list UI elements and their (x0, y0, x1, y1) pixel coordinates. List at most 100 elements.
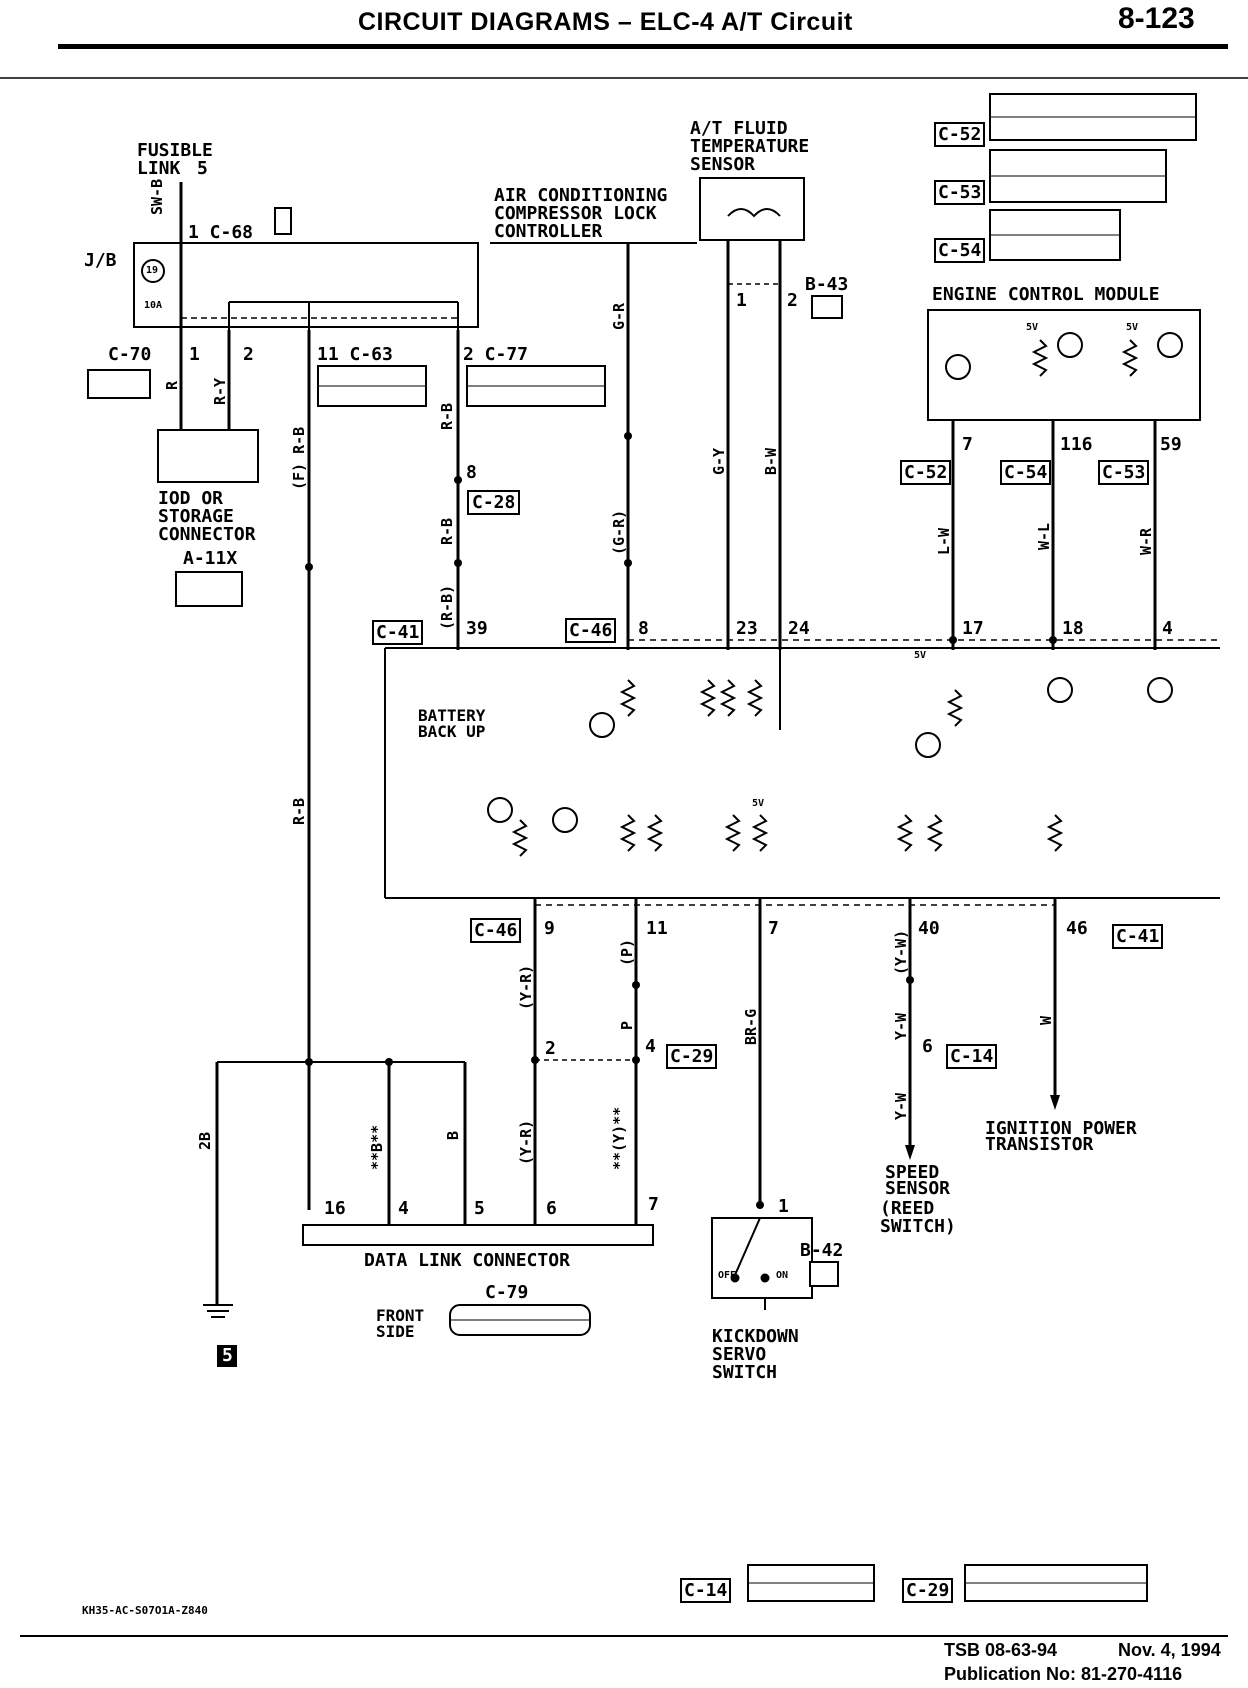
label-p8: 8 (638, 618, 649, 639)
label-c46: C-46 (565, 618, 617, 643)
label-wire-wl: W-L (1035, 522, 1053, 550)
label-ks-2: SERVO (712, 1344, 767, 1365)
label-c41-b: C-41 (1112, 924, 1164, 949)
label-fusible-link-number: 5 (197, 158, 208, 179)
label-c54: C-54 (934, 238, 986, 263)
footer-date: Nov. 4, 1994 (1118, 1640, 1221, 1660)
label-ecm-pin7: 7 (962, 434, 973, 455)
label-p23: 23 (736, 618, 758, 639)
label-iod-2: STORAGE (158, 506, 234, 527)
label-ecm: ENGINE CONTROL MODULE (932, 284, 1160, 305)
label-on: ON (776, 1270, 789, 1281)
label-p11: 11 (646, 918, 668, 939)
label-c28-top: C-28 (467, 490, 521, 515)
label-dlc-6: 6 (546, 1198, 557, 1219)
label-c68: 1 C-68 (188, 222, 254, 243)
label-c52: C-52 (934, 122, 986, 147)
label-c41: C-41 (372, 620, 424, 645)
label-5v-c: 5V (914, 650, 927, 661)
label-wire-w: W (1037, 1015, 1055, 1025)
label-fuse-no: 19 (146, 265, 159, 276)
label-wire-gr: G-R (610, 302, 628, 330)
label-wire-wr: W-R (1137, 527, 1155, 555)
label-wire-rb-2: R-B (438, 517, 456, 545)
label-c29: C-29 (666, 1044, 718, 1069)
label-p40: 40 (918, 918, 940, 939)
label-c53: C-53 (934, 180, 986, 205)
label-a11x: A-11X (183, 548, 238, 569)
footer-tsb: TSB 08-63-94 (944, 1640, 1058, 1660)
label-speed-4: SWITCH) (880, 1216, 956, 1237)
label-p4: 4 (1162, 618, 1173, 639)
label-dlc: DATA LINK CONNECTOR (364, 1250, 570, 1271)
label-atf-2: TEMPERATURE (690, 136, 810, 157)
label-jb: J/B (84, 250, 117, 271)
label-c79: C-79 (485, 1282, 529, 1303)
label-wire-yr-2: (Y-R) (517, 1119, 535, 1165)
label-wire-ystar: **(Y)** (610, 1106, 628, 1170)
label-ks-pin1: 1 (778, 1196, 789, 1217)
label-ks-3: SWITCH (712, 1362, 778, 1383)
label-wire-bstar: **B** (368, 1124, 386, 1170)
label-wire-r: R (163, 380, 181, 390)
label-off: OFF (718, 1270, 737, 1281)
page-number: 8-123 (1118, 2, 1195, 35)
label-fusible-link-2: LINK (137, 158, 181, 179)
label-fusible-link: FUSIBLE (137, 140, 213, 161)
label-wire-yw-paren: (Y-W) (892, 929, 910, 975)
label-p7: 7 (768, 918, 779, 939)
label-c14-b: C-14 (680, 1578, 732, 1603)
footer-code: KH35-AC-S07O1A-Z840 (82, 1604, 208, 1617)
label-c14: C-14 (946, 1044, 998, 1069)
label-b43-pin2: 2 (787, 290, 798, 311)
label-junction-4: 4 (645, 1036, 656, 1057)
label-speed-1: SPEED (885, 1162, 940, 1183)
label-atf-1: A/T FLUID (690, 118, 788, 139)
label-fuse-amp: 10A (144, 300, 163, 311)
footer-publication: Publication No: 81-270-4116 (944, 1664, 1183, 1684)
label-p9: 9 (544, 918, 555, 939)
label-ks-1: KICKDOWN (712, 1326, 799, 1347)
label-dlc-5: 5 (474, 1198, 485, 1219)
label-p46: 46 (1066, 918, 1088, 939)
page-title: CIRCUIT DIAGRAMS – ELC-4 A/T Circuit (358, 8, 853, 36)
label-p18: 18 (1062, 618, 1084, 639)
label-wire-2b: 2B (196, 1131, 214, 1150)
label-b42: B-42 (800, 1240, 844, 1261)
label-c54-b: C-54 (1000, 460, 1052, 485)
label-sw-b: SW-B (148, 178, 166, 215)
label-ign-1: IGNITION POWER (985, 1118, 1137, 1139)
label-p17: 17 (962, 618, 984, 639)
label-p39: 39 (466, 618, 488, 639)
label-wire-rb: R-B (438, 402, 456, 430)
label-wire-gr-paren: (G-R) (610, 509, 628, 555)
label-ground: 5 (222, 1345, 233, 1366)
label-dlc-7: 7 (648, 1194, 659, 1215)
header-rule (58, 44, 1228, 49)
label-speed-2: SENSOR (885, 1178, 951, 1199)
label-wire-frb: (F) R-B (290, 426, 308, 490)
label-ecm-pin59: 59 (1160, 434, 1182, 455)
label-front-2: SIDE (376, 1322, 415, 1341)
label-dlc-16: 16 (324, 1198, 346, 1219)
label-b43: B-43 (805, 274, 849, 295)
label-wire-p: P (618, 1020, 636, 1030)
label-ign-2: TRANSISTOR (985, 1134, 1094, 1155)
label-pin2: 2 (243, 344, 254, 365)
label-iod-3: CONNECTOR (158, 524, 256, 545)
label-c63: 11 C-63 (317, 344, 393, 365)
label-pin8: 8 (466, 462, 477, 483)
label-c53-b: C-53 (1098, 460, 1150, 485)
label-wire-rb-long: R-B (290, 797, 308, 825)
label-p24: 24 (788, 618, 810, 639)
label-front-1: FRONT (376, 1306, 425, 1325)
label-c77: 2 C-77 (463, 344, 529, 365)
label-5v-d: 5V (752, 798, 765, 809)
label-ecm-pin116: 116 (1060, 434, 1093, 455)
label-wire-lw: L-W (935, 527, 953, 555)
label-5v-b: 5V (1126, 322, 1139, 333)
label-battery-2: BACK UP (418, 722, 486, 741)
label-battery-1: BATTERY (418, 706, 486, 725)
label-ac-1: AIR CONDITIONING (494, 185, 668, 206)
